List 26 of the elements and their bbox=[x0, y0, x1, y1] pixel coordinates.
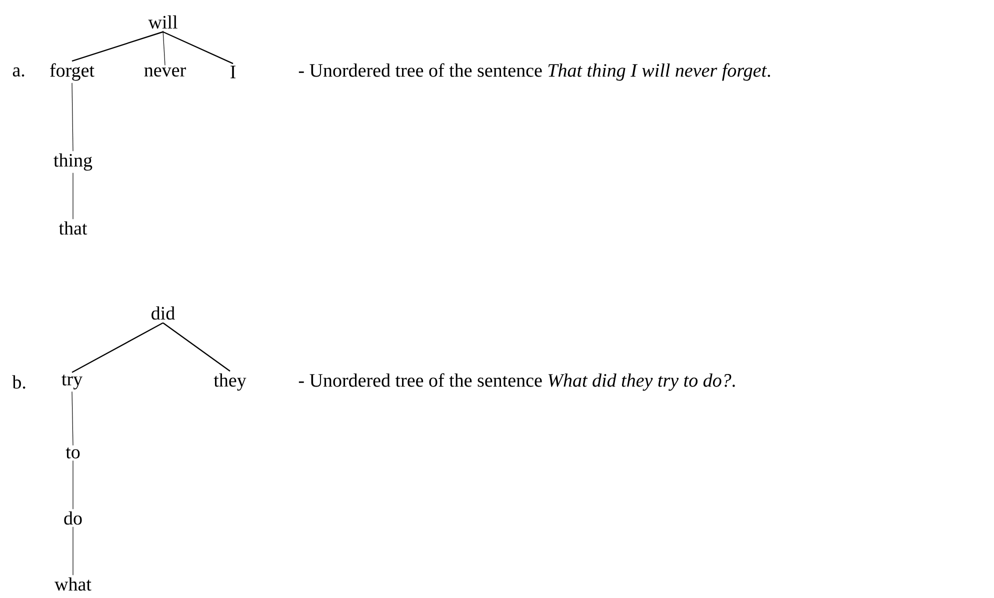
tree-branch bbox=[162, 31, 234, 64]
tree-word: will bbox=[148, 15, 178, 29]
tree-branch bbox=[72, 31, 164, 62]
tree-branch bbox=[72, 322, 164, 373]
tree-branch bbox=[162, 30, 166, 66]
tree-word: that bbox=[58, 221, 88, 235]
tree-branch bbox=[72, 172, 74, 220]
tree-word: I bbox=[230, 66, 236, 78]
item-letter: a. bbox=[12, 67, 24, 77]
tree-word: did bbox=[152, 306, 175, 320]
tree-word: never bbox=[144, 67, 186, 77]
tree-word: try bbox=[62, 374, 82, 390]
tree-word: to bbox=[66, 448, 80, 458]
tree-branch bbox=[72, 391, 74, 446]
tree-branch bbox=[72, 460, 74, 510]
tree-branch bbox=[72, 526, 74, 576]
caption-text: - Unordered tree of the sentence What did they try to do?. bbox=[298, 373, 735, 391]
item-letter: b. bbox=[12, 375, 26, 389]
tree-word: what bbox=[54, 577, 92, 591]
tree-word: they bbox=[214, 373, 246, 391]
tree-branch bbox=[72, 82, 74, 152]
caption-text: - Unordered tree of the sentence That thing I will never forget. bbox=[298, 63, 770, 81]
tree-word: thing bbox=[54, 153, 92, 171]
tree-branch bbox=[162, 322, 230, 372]
tree-word: forget bbox=[50, 63, 94, 81]
tree-word: do bbox=[64, 511, 82, 525]
